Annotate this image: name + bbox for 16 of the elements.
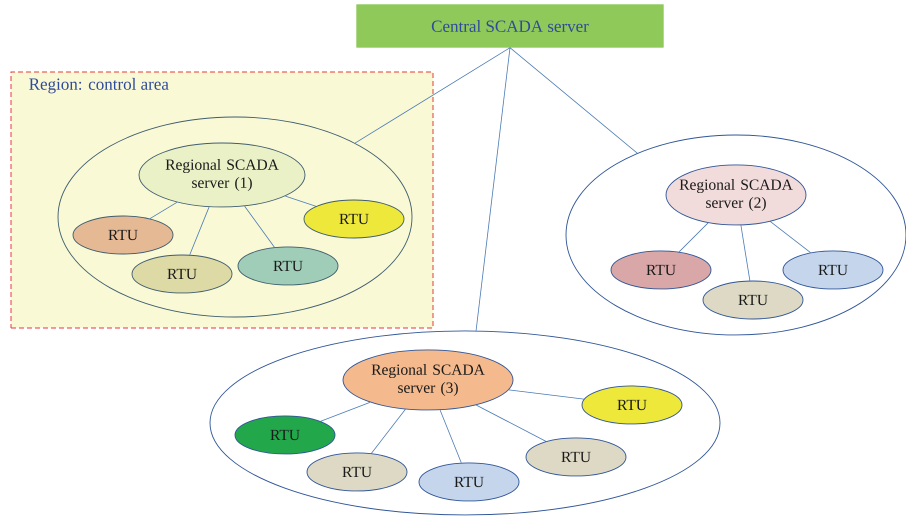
connector-line: [320, 402, 370, 422]
connector-line: [770, 221, 811, 253]
connector-line: [476, 47, 510, 332]
connector-line: [371, 408, 406, 454]
connector-line: [508, 390, 584, 400]
connector-line: [678, 222, 708, 252]
connector-line: [440, 410, 462, 464]
connector-line: [150, 202, 178, 219]
server-box: Central SCADA server: [356, 4, 664, 48]
connector-line: [244, 206, 275, 248]
connector-line: [476, 404, 546, 442]
connector-line: [354, 47, 510, 144]
connector-line: [510, 47, 638, 154]
connector-line: [189, 206, 210, 256]
connector-line: [284, 196, 316, 207]
connector-line: [740, 224, 750, 281]
